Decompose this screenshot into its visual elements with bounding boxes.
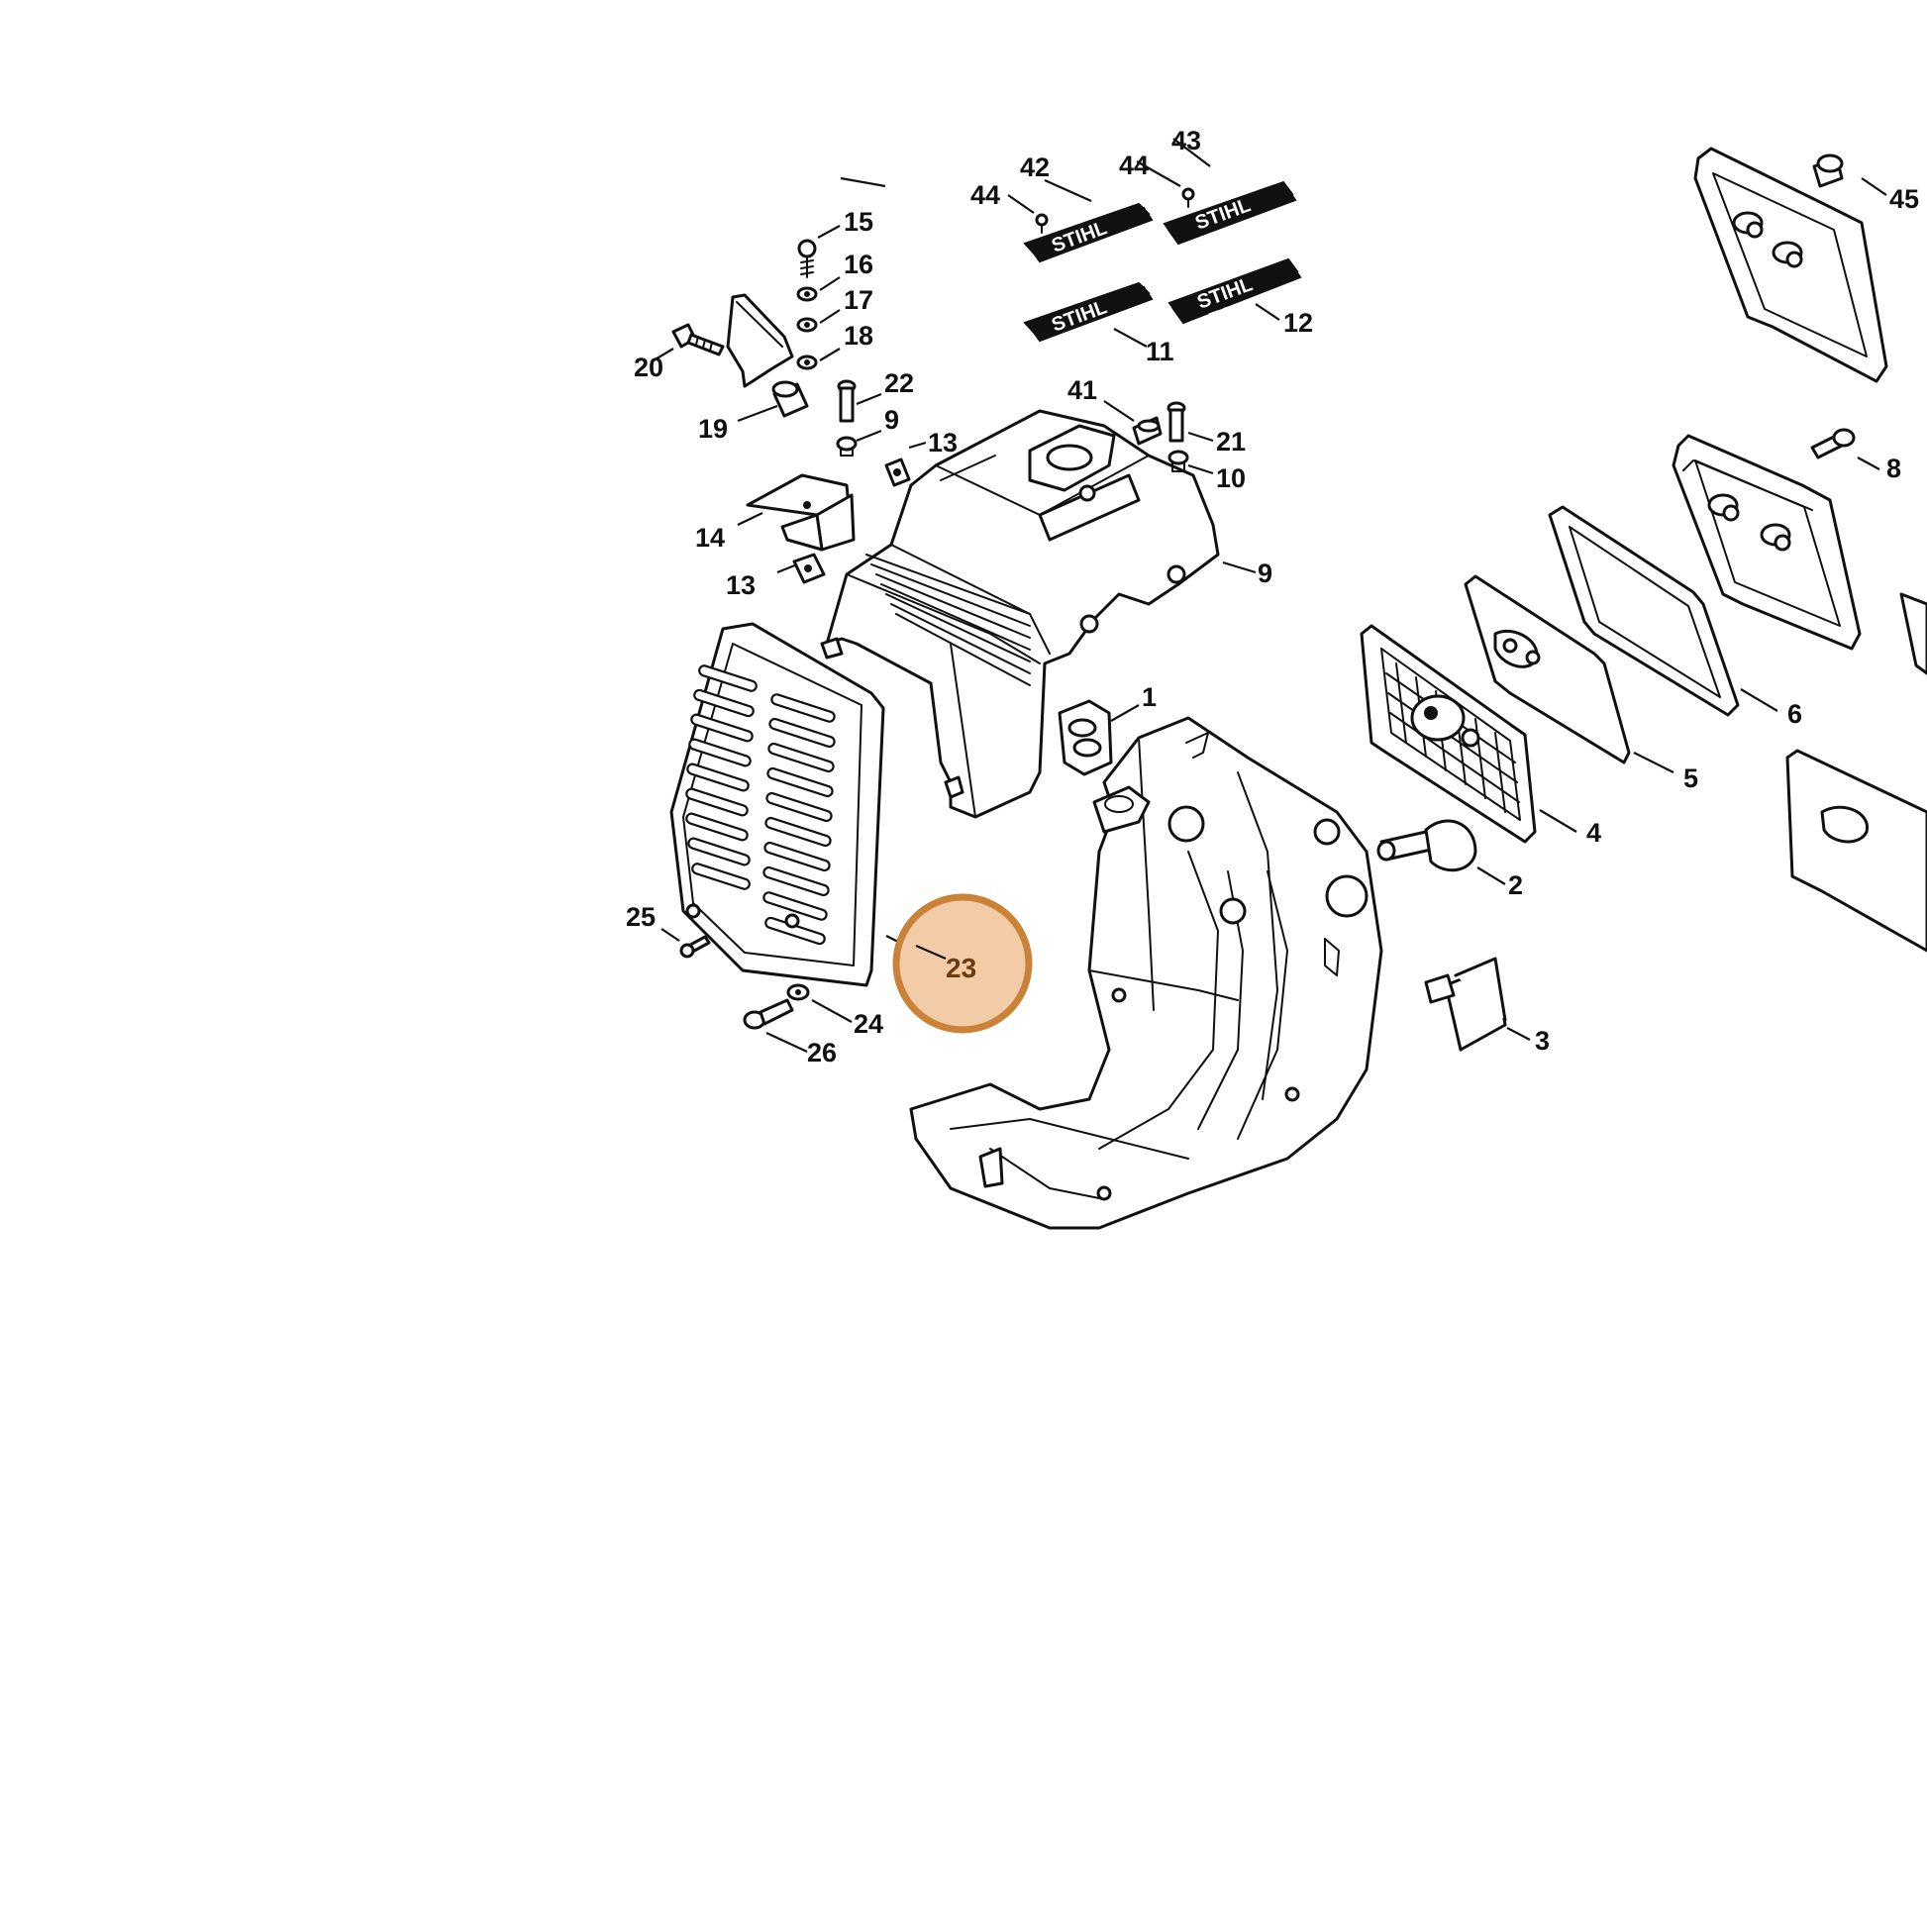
callout-3: 3 [1535,1026,1550,1056]
callout-42: 42 [1020,153,1050,182]
callout-10-right: 10 [1216,463,1246,493]
washer-10-right [1167,450,1189,472]
clip-13-upper [884,458,911,487]
callout-16: 16 [844,250,873,279]
screw-22 [837,379,857,423]
washer-18 [796,355,818,370]
filter-plate-lower-right [1785,749,1927,953]
clip-13-lower [792,553,826,584]
name-plate-12: STIHL FS 420 [1167,257,1302,332]
switch-3 [1424,957,1507,1052]
callout-41: 41 [1067,375,1097,405]
callout-15: 15 [844,207,873,237]
bolt-8 [1810,428,1856,459]
callout-12: 12 [1283,308,1313,338]
callout-18: 18 [844,321,873,351]
bolt-20 [671,323,725,356]
highlight-marker-23 [892,893,1033,1034]
callout-45: 45 [1889,184,1919,214]
callout-44-right: 44 [1119,151,1149,180]
callout-5: 5 [1683,763,1698,793]
callout-labels: 42 44 44 43 45 11 12 15 16 17 18 20 19 2… [626,126,1919,1068]
callout-8: 8 [1886,454,1901,483]
screw-15 [797,239,817,278]
callout-6: 6 [1787,699,1802,729]
shroud-9 [820,409,1220,819]
name-plate-11: STIHL FS 360 [1023,281,1154,354]
washer-24 [786,983,810,1001]
callout-14: 14 [695,523,725,553]
gasket-ring-6 [1548,505,1740,717]
callout-1: 1 [1142,682,1157,712]
callout-9: 9 [1258,559,1272,588]
callout-11: 11 [1146,337,1174,366]
filter-cover-top [1693,147,1888,383]
callout-25: 25 [626,902,656,932]
callout-4: 4 [1586,818,1601,848]
callout-17: 17 [844,285,873,315]
gasket-5 [1464,574,1631,764]
callout-23: 23 [946,953,976,983]
callout-22: 22 [884,368,914,398]
callout-2: 2 [1508,870,1523,900]
screw-44-right [1181,187,1195,208]
filter-edge-right [1899,592,1927,675]
bracket-14 [746,473,856,552]
washer-10-left [836,436,858,457]
name-plate-43: STIHL FS 420 [1163,180,1297,253]
cap-45 [1812,153,1844,188]
callout-19: 19 [698,414,728,444]
screw-44-left [1035,213,1049,234]
screw-26 [743,998,794,1030]
callout-13-lower: 13 [726,570,756,600]
filter-housing-8 [1672,434,1862,651]
filter-base-4 [1360,624,1537,844]
connector-1 [1058,699,1113,776]
callout-43: 43 [1171,126,1201,155]
callout-24: 24 [854,1009,883,1039]
bracket-wire [726,293,794,388]
screw-21 [1166,401,1186,443]
grille-slots [685,664,836,946]
screw-25 [679,935,711,959]
washer-16 [796,286,818,302]
callout-44-left: 44 [970,180,1000,210]
callout-13-upper: 13 [928,428,958,458]
callout-10-left: 9 [884,405,899,435]
callout-20: 20 [634,353,663,382]
washer-17 [796,317,818,333]
callout-26: 26 [807,1038,837,1068]
knob-2 [1376,819,1477,872]
clip-41 [1132,416,1163,446]
callout-21: 21 [1216,427,1246,457]
spacer-19 [771,380,809,418]
shroud-vent-slots [865,554,1031,686]
grille-cover [669,622,885,987]
fan-housing [909,716,1383,1230]
